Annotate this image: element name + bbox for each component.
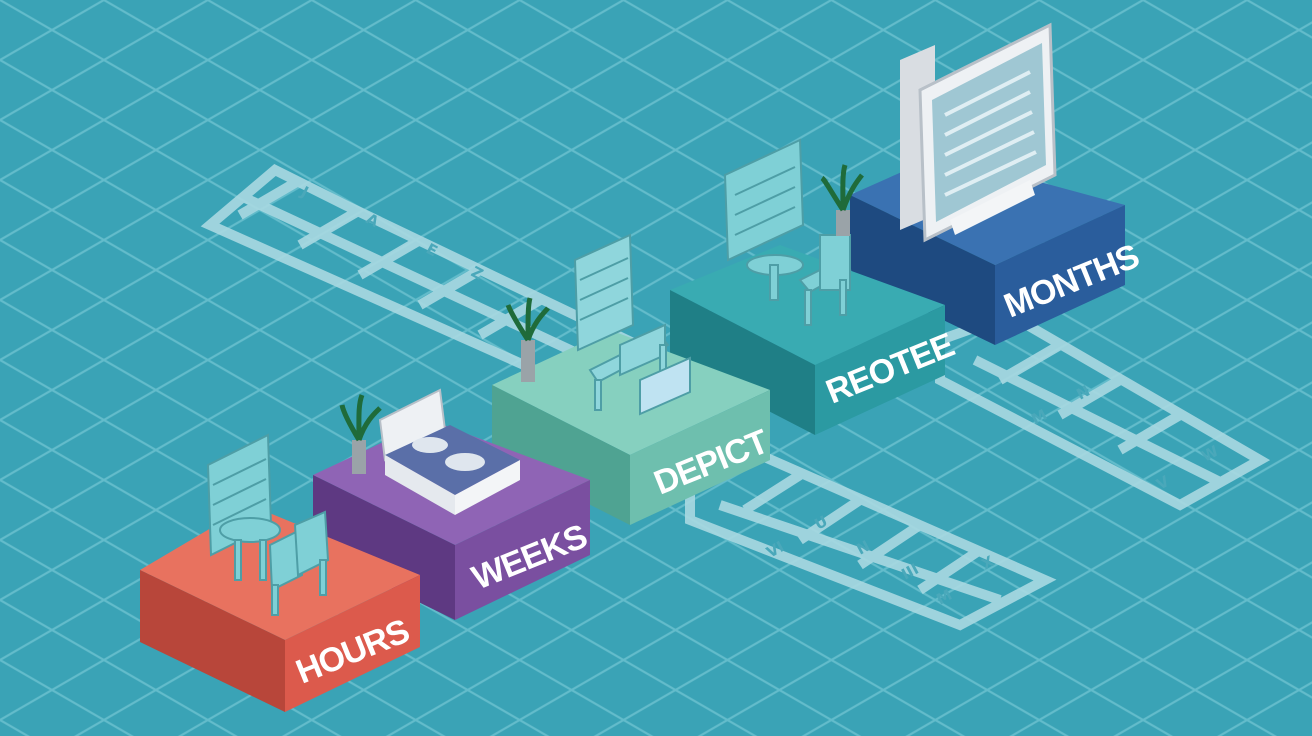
block-depict-right: [630, 390, 770, 525]
plant-icon: [339, 394, 382, 474]
block-hours-right: [285, 575, 420, 712]
block-depict-left: [492, 385, 630, 525]
table-chair-icon: [206, 433, 330, 616]
bed-icon: [378, 388, 520, 515]
track-front-letters: VI U N III X M: [763, 512, 997, 609]
block-months-left: [850, 195, 995, 345]
block-months-right: [995, 205, 1125, 345]
block-depict-top: [492, 330, 770, 455]
plant-icon: [820, 164, 864, 236]
block-depict: DEPICT: [492, 330, 774, 525]
bench-shelf-icon: [573, 233, 691, 416]
plant-icon: [505, 297, 550, 382]
track-front-letter: III: [898, 560, 921, 584]
monitor-icon: [900, 22, 1057, 243]
desk-shelf-icon: [723, 138, 852, 326]
track-front-letter: VI: [763, 538, 787, 562]
block-weeks-right: [455, 480, 590, 620]
block-reotee-right: [815, 305, 945, 435]
track-right-letter: W: [1198, 442, 1221, 466]
block-reotee-left: [670, 290, 815, 435]
track-right-letter: M: [1028, 406, 1050, 429]
track-front-letter: M: [933, 586, 955, 609]
block-hours-left: [140, 570, 285, 712]
